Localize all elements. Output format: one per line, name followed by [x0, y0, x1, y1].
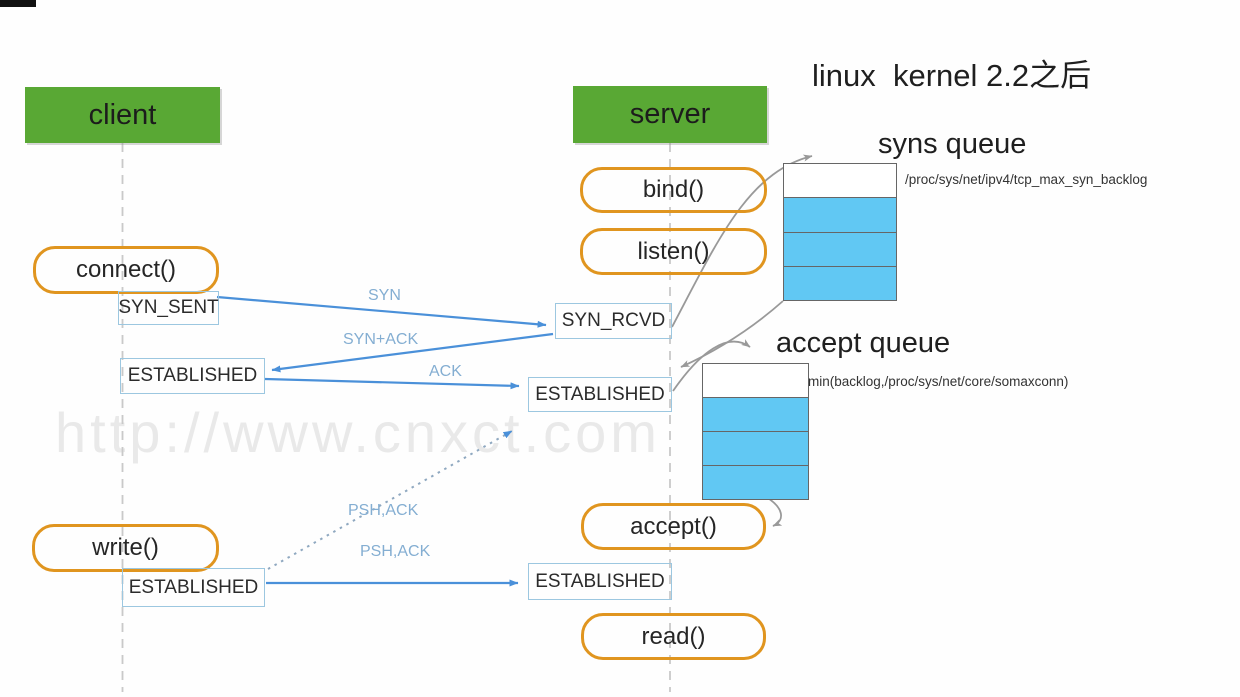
server-established-state-2: ESTABLISHED [528, 563, 672, 600]
read-call-label: read() [641, 622, 706, 650]
queue-slot [784, 265, 896, 300]
listen-call-label: listen() [637, 237, 710, 265]
syns-queue-box [783, 163, 897, 301]
server-actor-box: server [573, 86, 767, 143]
queue-slot [703, 465, 808, 499]
queue-slot [703, 397, 808, 431]
server-syn-rcvd-state: SYN_RCVD [555, 303, 672, 339]
accept-call: accept() [581, 503, 766, 550]
psh-ack-message-label-2: PSH,ACK [360, 543, 431, 560]
read-call: read() [581, 613, 766, 660]
diagram-title: linux kernel 2.2之后 [812, 58, 1092, 93]
syns-queue-title: syns queue [878, 128, 1027, 160]
syn-arrow [216, 295, 547, 328]
syns-queue-note: /proc/sys/net/ipv4/tcp_max_syn_backlog [905, 172, 1148, 187]
queue-slot [784, 164, 896, 198]
established-to-acceptqueue-arrow [672, 339, 751, 392]
listen-call: listen() [580, 228, 767, 275]
acceptqueue-to-accept-arrow [765, 496, 783, 527]
server-established-label-2: ESTABLISHED [535, 570, 665, 592]
client-established-state-1: ESTABLISHED [120, 358, 265, 394]
connect-call-label: connect() [75, 256, 177, 283]
syn-ack-message-label: SYN+ACK [343, 331, 419, 348]
server-actor-label: server [629, 98, 711, 130]
bind-call: bind() [580, 167, 767, 213]
accept-queue-title: accept queue [776, 327, 951, 359]
bind-call-label: bind() [642, 176, 705, 203]
ack-message-label: ACK [429, 363, 462, 380]
queue-slot [784, 197, 896, 232]
psh-ack-dotted-arrow [267, 430, 513, 570]
queue-slot [784, 231, 896, 266]
corner-mark [0, 0, 36, 7]
queue-slot [703, 364, 808, 397]
client-established-label-2: ESTABLISHED [128, 576, 259, 598]
synsqueue-to-established-arrow [680, 300, 784, 368]
server-established-state-1: ESTABLISHED [528, 377, 672, 412]
server-established-label-1: ESTABLISHED [535, 383, 665, 405]
accept-queue-box [702, 363, 809, 500]
psh-ack-message-label-1: PSH,ACK [348, 502, 419, 519]
server-syn-rcvd-label: SYN_RCVD [561, 310, 666, 331]
client-established-state-2: ESTABLISHED [122, 568, 265, 607]
client-syn-sent-label: SYN_SENT [118, 297, 219, 318]
client-actor-box: client [25, 87, 220, 143]
client-actor-label: client [88, 98, 157, 131]
write-call: write() [32, 524, 219, 572]
syn-message-label: SYN [368, 287, 401, 304]
client-syn-sent-state: SYN_SENT [118, 291, 219, 325]
accept-call-label: accept() [630, 512, 717, 540]
client-established-label-1: ESTABLISHED [127, 365, 258, 386]
syn-ack-arrow [271, 332, 554, 373]
ack-arrow [264, 377, 520, 390]
queue-slot [703, 431, 808, 465]
accept-queue-note: min(backlog,/proc/sys/net/core/somaxconn… [808, 374, 1069, 389]
write-call-label: write() [92, 534, 159, 561]
connect-call: connect() [33, 246, 219, 294]
